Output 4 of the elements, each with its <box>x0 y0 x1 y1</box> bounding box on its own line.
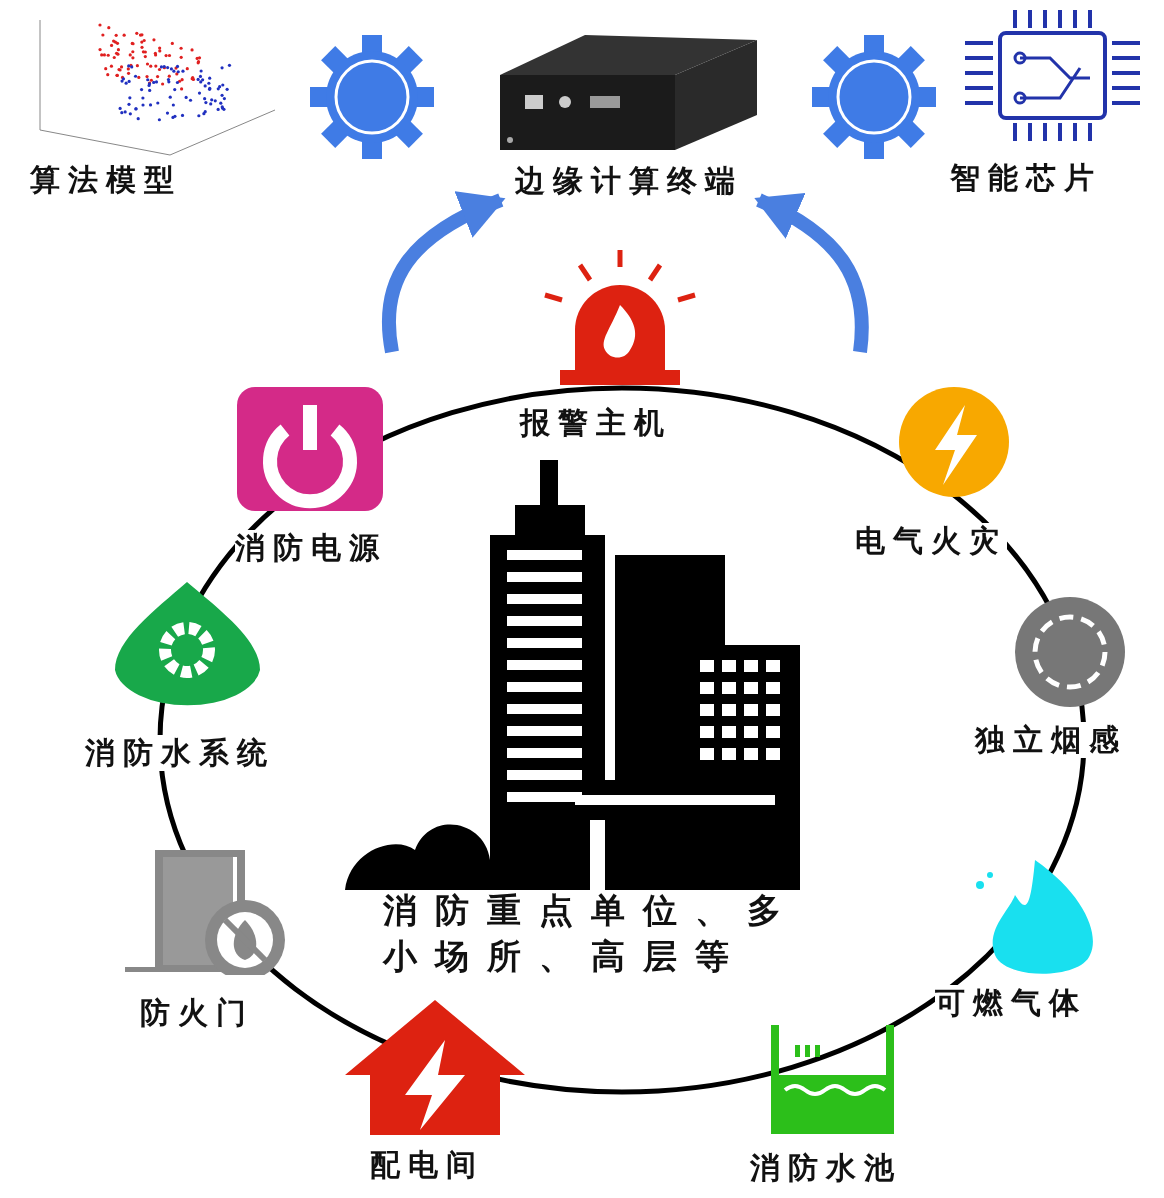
node-label: 电气火灾 <box>855 523 1007 559</box>
caption-text: 消防重点单位、多小场所、高层等 <box>383 889 800 978</box>
arrow <box>754 193 869 353</box>
arrow <box>381 192 506 353</box>
